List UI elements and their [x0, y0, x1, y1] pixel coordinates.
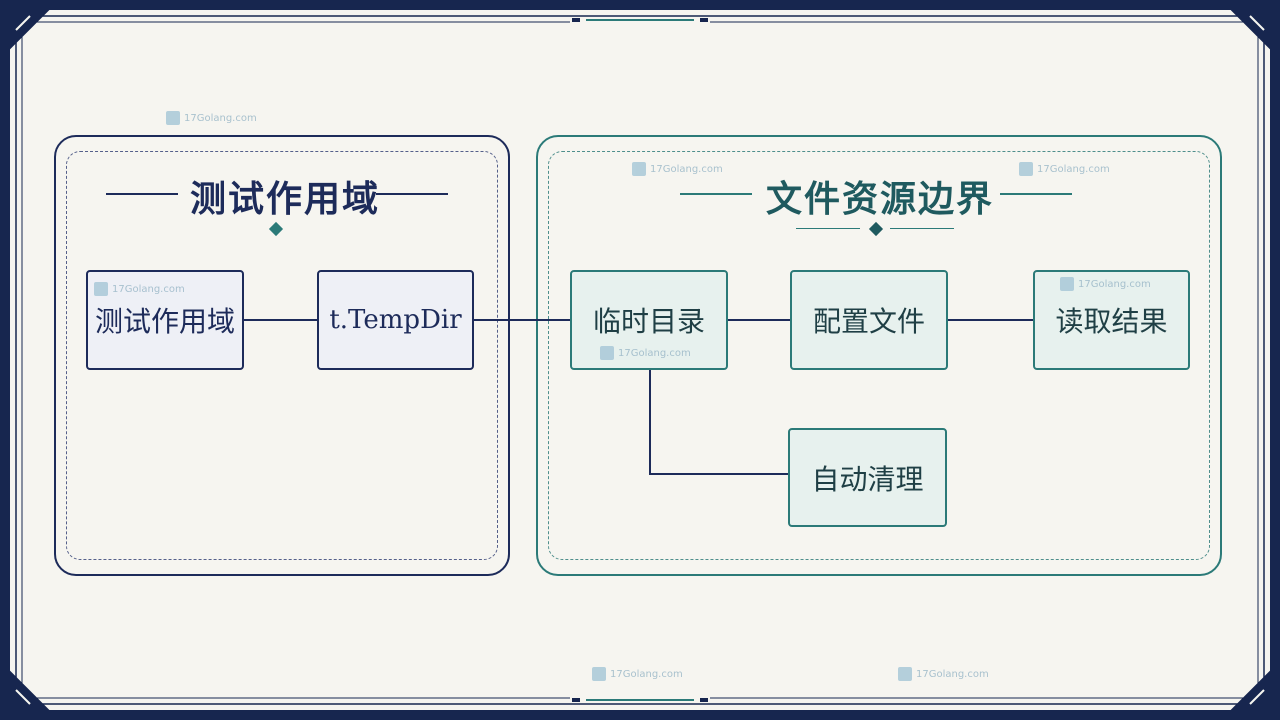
watermark-logo-icon — [600, 346, 614, 360]
file-boundary-group-title: 文件资源边界 — [766, 178, 995, 220]
watermark: 17Golang.com — [898, 667, 989, 681]
watermark: 17Golang.com — [600, 346, 691, 360]
watermark-logo-icon — [166, 111, 180, 125]
file-boundary-group — [536, 135, 1222, 576]
node-tempdir-call: t.TempDir — [317, 270, 474, 370]
watermark-logo-icon — [898, 667, 912, 681]
node-read-result: 读取结果 — [1033, 270, 1190, 370]
node-temp-directory: 临时目录 — [570, 270, 728, 370]
watermark: 17Golang.com — [632, 162, 723, 176]
title-rule-right — [1000, 193, 1072, 195]
subtitle-rule-left — [796, 228, 860, 229]
watermark-logo-icon — [592, 667, 606, 681]
file-boundary-group-dashed-border — [548, 151, 1210, 560]
test-scope-group-title: 测试作用域 — [190, 178, 381, 220]
title-rule-left — [680, 193, 752, 195]
watermark-logo-icon — [632, 162, 646, 176]
watermark: 17Golang.com — [1019, 162, 1110, 176]
title-rule-left — [106, 193, 178, 195]
watermark-logo-icon — [94, 282, 108, 296]
watermark: 17Golang.com — [1060, 277, 1151, 291]
subtitle-rule-right — [890, 228, 954, 229]
node-test-scope: 测试作用域 — [86, 270, 244, 370]
watermark-logo-icon — [1019, 162, 1033, 176]
watermark: 17Golang.com — [94, 282, 185, 296]
watermark: 17Golang.com — [166, 111, 257, 125]
watermark: 17Golang.com — [592, 667, 683, 681]
test-scope-group-dashed-border — [66, 151, 498, 560]
node-auto-cleanup: 自动清理 — [788, 428, 947, 527]
node-config-file: 配置文件 — [790, 270, 948, 370]
title-rule-right — [376, 193, 448, 195]
test-scope-group — [54, 135, 510, 576]
watermark-logo-icon — [1060, 277, 1074, 291]
